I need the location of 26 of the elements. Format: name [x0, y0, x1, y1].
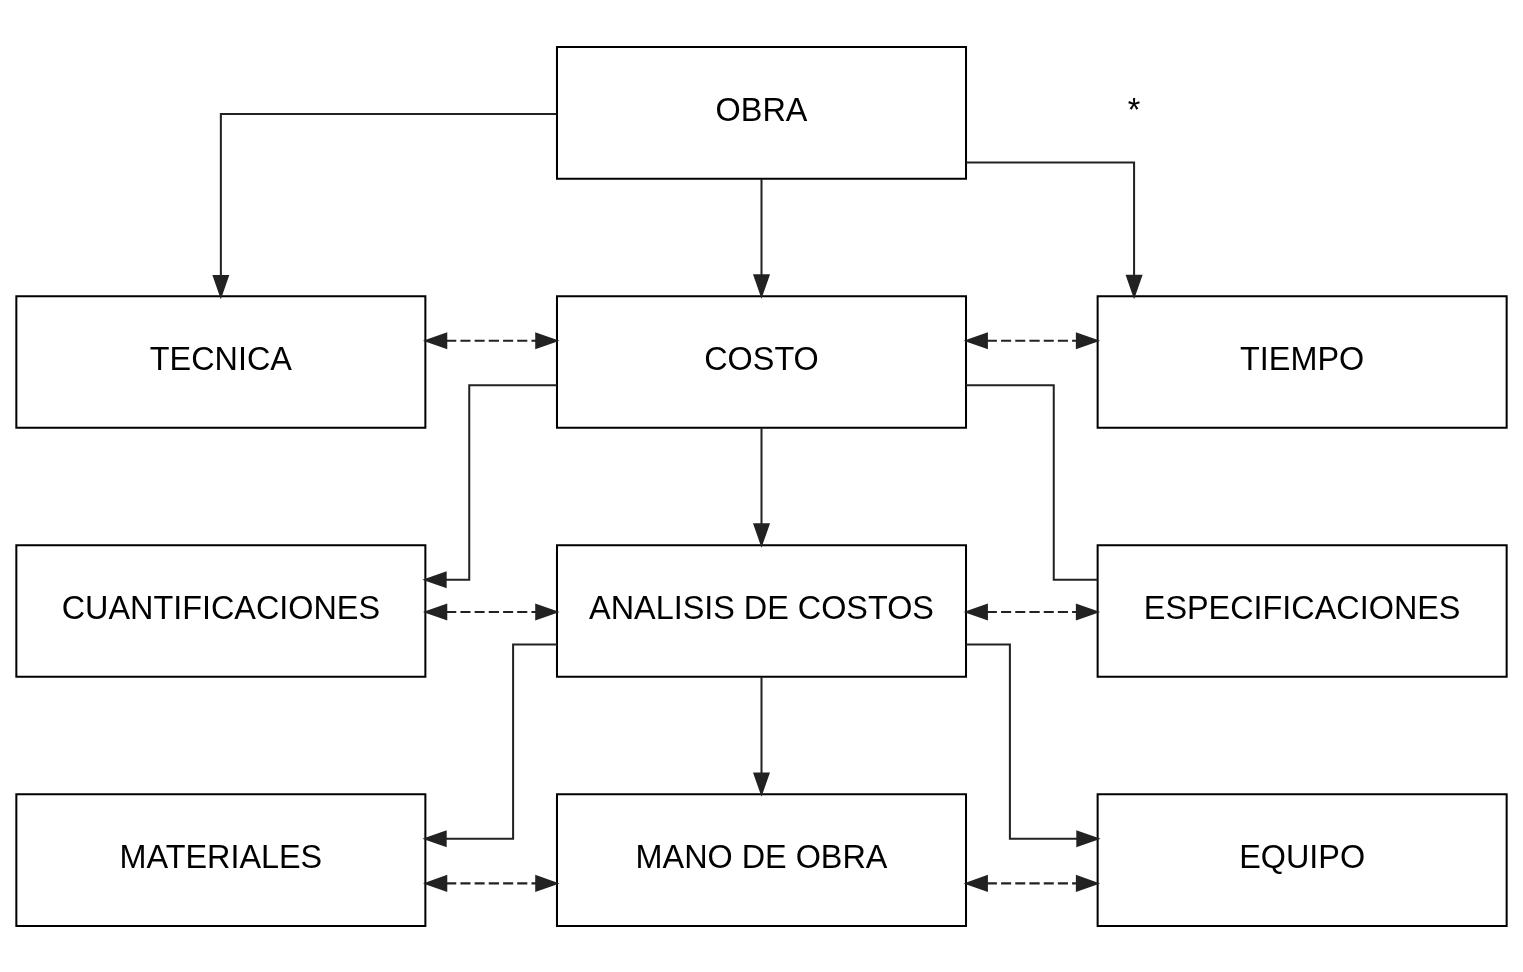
node-box: COSTO: [556, 294, 967, 429]
arrow: [966, 161, 1143, 299]
node-box: MATERIALES: [15, 792, 427, 927]
arrow: [963, 603, 1101, 621]
arrow: [422, 383, 557, 588]
node-box: EQUIPO: [1096, 792, 1508, 927]
node-box: OBRA: [556, 45, 967, 180]
node-box: CUANTIFICACIONES: [15, 543, 427, 678]
arrow: [212, 112, 557, 299]
node-box: MANO DE OBRA: [556, 792, 967, 927]
connector: [966, 383, 1098, 581]
arrow: [966, 642, 1101, 847]
arrow: [422, 642, 557, 847]
node-box: TIEMPO: [1096, 294, 1508, 429]
node-box: ANALISIS DE COSTOS: [556, 543, 967, 678]
arrow: [963, 331, 1101, 349]
node-box: ESPECIFICACIONES: [1096, 543, 1508, 678]
arrow: [753, 427, 770, 548]
arrow: [422, 603, 560, 621]
arrow: [422, 331, 560, 349]
arrow: [753, 676, 770, 797]
label: *: [1127, 91, 1141, 128]
node-box: TECNICA: [15, 294, 427, 429]
arrow: [753, 178, 770, 299]
arrow: [963, 874, 1101, 892]
arrow: [422, 874, 560, 892]
